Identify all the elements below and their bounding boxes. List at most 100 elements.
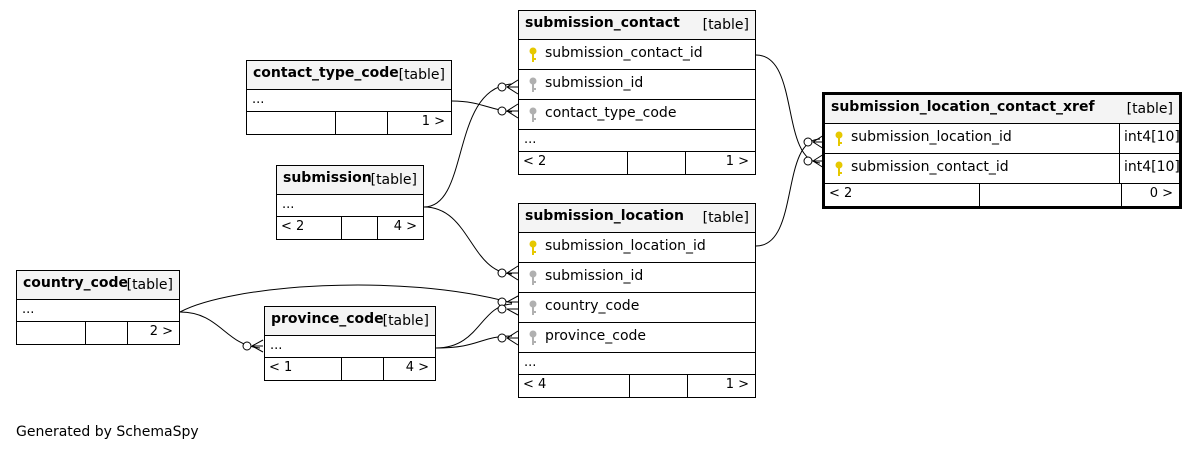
column-name: submission_location_id bbox=[545, 238, 706, 254]
table-country-code[interactable]: country_code [table] ... 2 > bbox=[16, 270, 180, 345]
generated-by-credit: Generated by SchemaSpy bbox=[16, 424, 199, 440]
parents-count[interactable]: < 2 bbox=[829, 186, 853, 201]
more-columns-ellipsis: ... bbox=[519, 353, 755, 375]
table-tag: [table] bbox=[702, 210, 749, 226]
column-row[interactable]: province_code bbox=[519, 323, 755, 353]
primary-key-icon bbox=[529, 240, 537, 255]
parents-count[interactable]: < 2 bbox=[281, 219, 305, 234]
table-name: submission_location bbox=[525, 208, 684, 224]
table-header: submission_contact [table] bbox=[519, 11, 755, 40]
edge-country-to-submission-location bbox=[179, 284, 513, 313]
column-name: submission_id bbox=[545, 268, 644, 284]
cardinality-zero-marker bbox=[242, 341, 252, 351]
table-footer: < 2 4 > bbox=[277, 217, 423, 239]
column-name: submission_id bbox=[545, 75, 644, 91]
column-type: int4[10] bbox=[1119, 124, 1180, 153]
table-province-code[interactable]: province_code [table] ... < 1 4 > bbox=[264, 306, 436, 381]
cardinality-zero-marker bbox=[803, 156, 813, 166]
table-contact-type-code[interactable]: contact_type_code [table] ... 1 > bbox=[246, 60, 452, 135]
primary-key-icon bbox=[529, 47, 537, 62]
table-name: province_code bbox=[271, 311, 384, 327]
footer-middle bbox=[335, 112, 387, 134]
table-footer: < 4 1 > bbox=[519, 375, 755, 397]
column-row[interactable]: submission_location_id bbox=[519, 233, 755, 263]
table-footer: 2 > bbox=[17, 322, 179, 344]
cardinality-zero-marker bbox=[497, 268, 507, 278]
column-type: int4[10] bbox=[1119, 154, 1180, 183]
parents-count[interactable]: < 4 bbox=[523, 377, 547, 392]
table-name: contact_type_code bbox=[253, 65, 399, 81]
footer-middle bbox=[341, 217, 377, 239]
edge-submission-to-submission-location bbox=[423, 206, 513, 275]
table-header: country_code [table] bbox=[17, 271, 179, 300]
table-header: province_code [table] bbox=[265, 307, 435, 336]
table-name: submission bbox=[283, 170, 372, 186]
footer-middle bbox=[627, 152, 685, 174]
cardinality-zero-marker bbox=[497, 82, 507, 92]
foreign-key-icon bbox=[529, 107, 537, 122]
column-name: submission_contact_id bbox=[545, 45, 703, 61]
table-footer: < 2 0 > bbox=[825, 184, 1179, 206]
edge-submission-contact-to-xref bbox=[755, 54, 821, 164]
more-columns-ellipsis: ... bbox=[277, 195, 423, 217]
table-submission-location-contact-xref[interactable]: submission_location_contact_xref [table]… bbox=[822, 92, 1182, 209]
table-header: submission [table] bbox=[277, 166, 423, 195]
table-tag: [table] bbox=[702, 17, 749, 33]
children-count[interactable]: 1 > bbox=[687, 375, 755, 397]
cardinality-zero-marker bbox=[497, 333, 507, 343]
table-footer: 1 > bbox=[247, 112, 451, 134]
column-name: contact_type_code bbox=[545, 105, 677, 121]
table-header: submission_location [table] bbox=[519, 204, 755, 233]
footer-middle bbox=[341, 358, 383, 380]
column-row[interactable]: contact_type_code bbox=[519, 100, 755, 130]
table-header: contact_type_code [table] bbox=[247, 61, 451, 90]
cardinality-zero-marker bbox=[497, 304, 507, 314]
parents-count[interactable] bbox=[247, 112, 335, 134]
children-count[interactable]: 0 > bbox=[1121, 184, 1179, 206]
cardinality-zero-marker bbox=[497, 106, 507, 116]
table-name: country_code bbox=[23, 275, 129, 291]
column-row[interactable]: submission_location_id int4[10] bbox=[825, 124, 1180, 154]
children-count[interactable]: 1 > bbox=[685, 152, 755, 174]
table-name: submission_location_contact_xref bbox=[831, 99, 1095, 115]
children-count[interactable]: 1 > bbox=[387, 112, 451, 134]
parents-count[interactable]: < 2 bbox=[523, 154, 547, 169]
parents-count[interactable] bbox=[17, 322, 85, 344]
table-name: submission_contact bbox=[525, 15, 680, 31]
footer-middle bbox=[629, 375, 687, 397]
column-row[interactable]: country_code bbox=[519, 293, 755, 323]
primary-key-icon bbox=[835, 131, 843, 146]
table-tag: [table] bbox=[370, 172, 417, 188]
edge-submission-location-to-xref bbox=[755, 138, 821, 247]
more-columns-ellipsis: ... bbox=[519, 130, 755, 152]
more-columns-ellipsis: ... bbox=[265, 336, 435, 358]
cardinality-zero-marker bbox=[803, 137, 813, 147]
table-submission-location[interactable]: submission_location [table] submission_l… bbox=[518, 203, 756, 398]
table-tag: [table] bbox=[1126, 101, 1173, 117]
footer-middle bbox=[85, 322, 127, 344]
children-count[interactable]: 4 > bbox=[383, 358, 435, 380]
foreign-key-icon bbox=[529, 330, 537, 345]
table-header: submission_location_contact_xref [table] bbox=[825, 95, 1179, 124]
table-submission[interactable]: submission [table] ... < 2 4 > bbox=[276, 165, 424, 240]
column-name: country_code bbox=[545, 298, 640, 314]
table-tag: [table] bbox=[398, 67, 445, 83]
foreign-key-icon bbox=[529, 270, 537, 285]
table-footer: < 1 4 > bbox=[265, 358, 435, 380]
footer-middle bbox=[979, 184, 1121, 206]
column-row[interactable]: submission_contact_id bbox=[519, 40, 755, 70]
foreign-key-icon bbox=[529, 300, 537, 315]
table-footer: < 2 1 > bbox=[519, 152, 755, 174]
more-columns-ellipsis: ... bbox=[17, 300, 179, 322]
column-row[interactable]: submission_id bbox=[519, 70, 755, 100]
column-row[interactable]: submission_contact_id int4[10] bbox=[825, 154, 1180, 184]
column-row[interactable]: submission_id bbox=[519, 263, 755, 293]
more-columns-ellipsis: ... bbox=[247, 90, 451, 112]
foreign-key-icon bbox=[529, 77, 537, 92]
parents-count[interactable]: < 1 bbox=[269, 360, 293, 375]
children-count[interactable]: 4 > bbox=[377, 217, 423, 239]
children-count[interactable]: 2 > bbox=[127, 322, 179, 344]
table-submission-contact[interactable]: submission_contact [table] submission_co… bbox=[518, 10, 756, 175]
